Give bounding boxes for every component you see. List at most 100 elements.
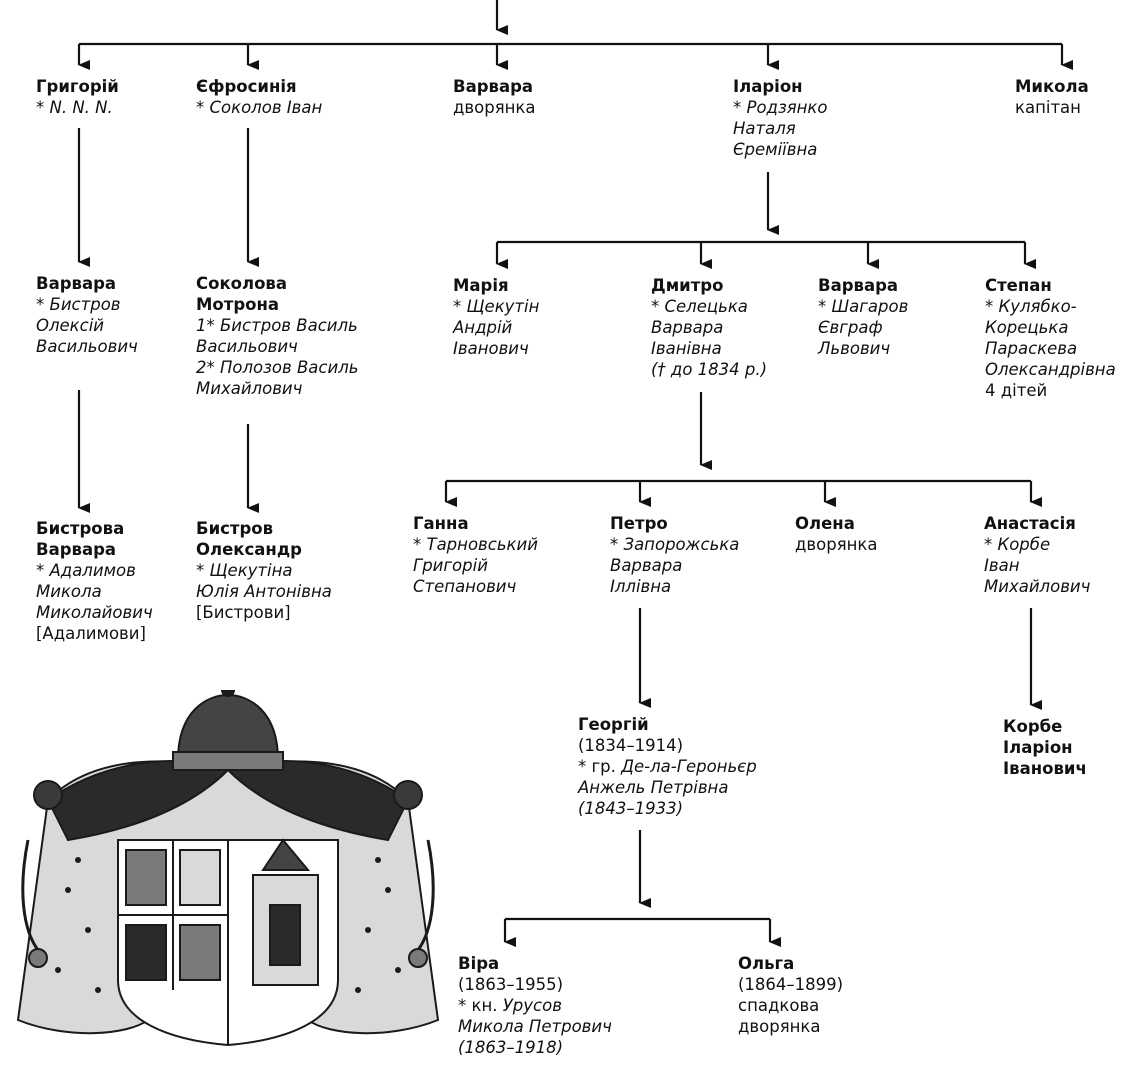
person-detail-prefix: * гр.	[578, 757, 622, 776]
person-name: Іларіон	[733, 77, 803, 96]
person-detail-text: Урусов	[502, 996, 562, 1015]
person-name: Олександр	[196, 540, 302, 559]
person-name: Ольга	[738, 954, 795, 973]
person-detail: 2* Полозов Василь	[196, 358, 359, 377]
person-detail: [Бистрови]	[196, 603, 291, 622]
person-name: Соколова	[196, 274, 287, 293]
person-detail-prefix: * кн.	[458, 996, 503, 1015]
person-detail: * Бистров	[36, 295, 121, 314]
person-name: Бистрова	[36, 519, 125, 538]
person-detail: Єреміївна	[733, 140, 818, 159]
person-name: Бистров	[196, 519, 274, 538]
person-detail: (1864–1899)	[738, 975, 844, 994]
person-detail: * Кулябко-	[985, 297, 1077, 316]
person-detail: спадкова	[738, 996, 820, 1015]
person-detail: Микола Петрович	[458, 1017, 612, 1036]
shield	[117, 838, 339, 1047]
person-detail: Михайлович	[196, 379, 303, 398]
person-detail: Варвара	[610, 556, 683, 575]
person-name: Петро	[610, 514, 668, 533]
person-detail: * N. N. N.	[36, 98, 113, 117]
person-detail: Олександрівна	[985, 360, 1116, 379]
person-detail: * гр. Де-ла-Героньєр	[578, 756, 757, 777]
person-mykola: Микола капітан	[1015, 76, 1089, 118]
person-detail: Олексій	[36, 316, 105, 335]
person-detail: (1863–1918)	[458, 1038, 564, 1057]
person-detail: Степанович	[413, 577, 517, 596]
person-detail: капітан	[1015, 98, 1081, 117]
person-detail: * Селецька	[651, 297, 748, 316]
crown	[172, 690, 284, 771]
person-detail: * Адалимов	[36, 561, 136, 580]
person-detail: Андрій	[453, 318, 513, 337]
person-detail: Львович	[818, 339, 891, 358]
person-name: Варвара	[36, 274, 117, 293]
person-name: Іванович	[1003, 759, 1087, 778]
person-detail: * Запорожська	[610, 535, 740, 554]
person-detail: Миколайович	[36, 603, 153, 622]
coat-of-arms-image	[16, 690, 440, 1047]
person-detail: Іллівна	[610, 577, 672, 596]
person-detail: Іванович	[453, 339, 529, 358]
person-detail: * кн. Урусов	[458, 995, 612, 1016]
person-detail: [Адалимови]	[36, 624, 146, 643]
person-detail: дворянка	[453, 98, 536, 117]
person-name: Мотрона	[196, 295, 279, 314]
person-detail: Васильович	[196, 337, 298, 356]
person-name: Віра	[458, 954, 500, 973]
person-detail: Варвара	[651, 318, 724, 337]
person-detail: Іванівна	[651, 339, 722, 358]
person-name: Григорій	[36, 77, 119, 96]
person-detail: * Тарновський	[413, 535, 538, 554]
person-detail: Наталя	[733, 119, 796, 138]
person-hryhorii: Григорій * N. N. N.	[36, 76, 119, 118]
person-detail: Євграф	[818, 318, 883, 337]
person-name: Олена	[795, 514, 855, 533]
person-detail: * Щекутін	[453, 297, 540, 316]
person-detail: (1834–1914)	[578, 736, 684, 755]
person-name: Єфросинія	[196, 77, 297, 96]
person-name: Варвара	[818, 276, 899, 295]
person-detail: Анжель Петрівна	[578, 778, 729, 797]
person-detail: дворянка	[738, 1017, 821, 1036]
person-detail: Юлія Антонівна	[196, 582, 332, 601]
person-name: Іларіон	[1003, 738, 1073, 757]
person-name: Анастасія	[984, 514, 1076, 533]
person-olha: Ольга (1864–1899) спадкова дворянка	[738, 953, 843, 1037]
person-varvara-top: Варвара дворянка	[453, 76, 536, 118]
person-detail: Іван	[984, 556, 1020, 575]
person-name: Ганна	[413, 514, 469, 533]
person-detail: (1843–1933)	[578, 799, 684, 818]
person-detail: * Корбе	[984, 535, 1051, 554]
person-yefrosyniia: Єфросинія * Соколов Іван	[196, 76, 322, 118]
person-detail: Микола	[36, 582, 102, 601]
person-name: Корбе	[1003, 717, 1063, 736]
person-detail: 4 дітей	[985, 381, 1048, 400]
person-detail: * Соколов Іван	[196, 98, 323, 117]
person-detail-text: Де-ла-Героньєр	[621, 757, 757, 776]
connector-lines	[77, 0, 1073, 947]
person-name: Микола	[1015, 77, 1089, 96]
person-detail: (1863–1955)	[458, 975, 564, 994]
person-name: Варвара	[453, 77, 534, 96]
person-name: Дмитро	[651, 276, 724, 295]
person-name: Степан	[985, 276, 1052, 295]
person-detail: († до 1834 р.)	[651, 360, 768, 379]
